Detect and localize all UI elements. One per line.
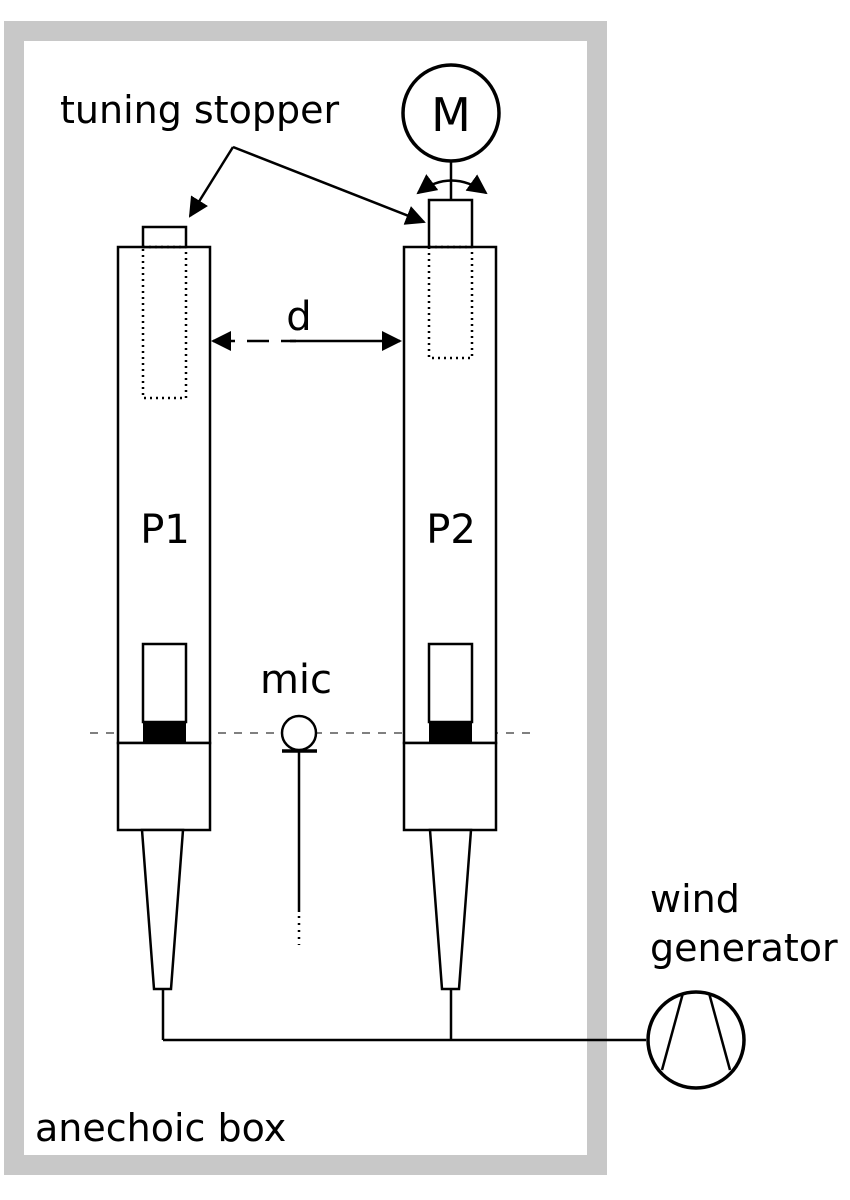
wind-generator-label-line2: generator [650, 926, 838, 970]
pipe-p2-label: P2 [426, 507, 476, 553]
pipe-p1-mouth-opening [141, 642, 188, 724]
pipe-p2-stopper-cap [427, 198, 474, 249]
anechoic-box-border [4, 21, 607, 1175]
pipe-p1-labium [143, 722, 186, 743]
fan-blade-left-icon [660, 992, 685, 1071]
pipe-p1-stopper-cap [141, 225, 188, 249]
motor: M [401, 63, 501, 200]
tuning-stopper-label: tuning stopper [60, 88, 339, 132]
pipe-p1-foot-cone [140, 828, 185, 991]
wind-generator-circle [646, 990, 746, 1090]
rotation-arrow-icon [416, 174, 488, 195]
distance-label: d [286, 294, 311, 340]
tuning-stopper-arrow-p2 [232, 145, 426, 225]
wind-generator: wind generator [646, 877, 838, 1090]
pipe-p2-stopper-inside [427, 245, 474, 360]
tuning-stopper-arrow-p1 [188, 146, 235, 218]
distance-indicator: d [211, 294, 402, 351]
pipe-p1-foot-block [116, 741, 212, 832]
pipe-p2: P2 [402, 198, 498, 1040]
pipe-p1: P1 [116, 225, 212, 1040]
pipe-p2-foot-cone [428, 828, 473, 991]
wind-generator-label-line1: wind [650, 877, 740, 921]
pipe-p1-stopper-inside [141, 245, 188, 400]
motor-label: M [431, 88, 471, 142]
mic-capsule-icon [280, 714, 318, 752]
microphone: mic [260, 657, 332, 945]
pipe-p2-labium [429, 722, 472, 743]
fan-blade-right-icon [707, 992, 732, 1071]
pipe-p2-mouth-opening [427, 642, 474, 724]
pipe-p1-label: P1 [140, 507, 190, 553]
mic-label: mic [260, 657, 332, 703]
pipe-p2-foot-block [402, 741, 498, 832]
anechoic-box-label: anechoic box [35, 1106, 286, 1150]
